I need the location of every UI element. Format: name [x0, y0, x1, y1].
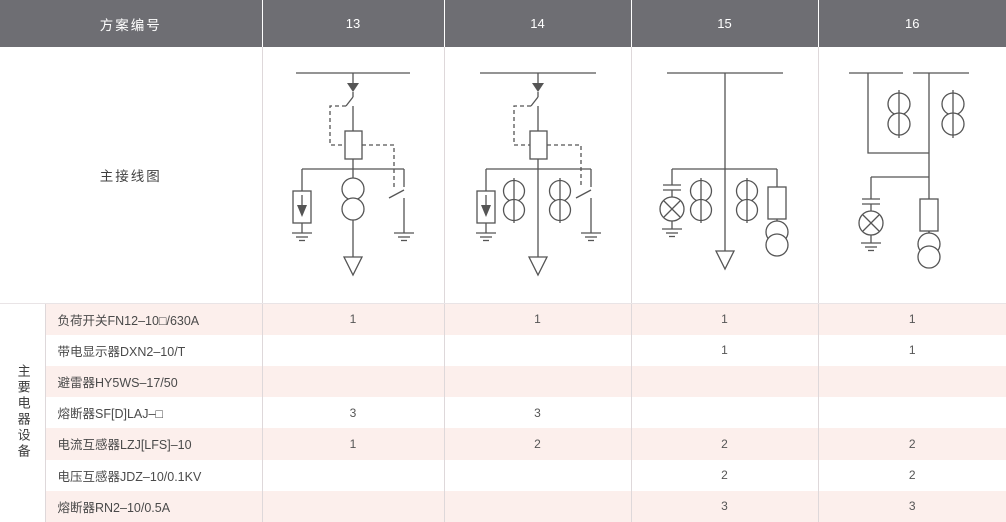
schematic-16-svg: [848, 72, 969, 269]
equipment-qty-15: 2: [630, 459, 818, 491]
schematic-scheme-14: [443, 47, 631, 305]
schematic-scheme-16: [817, 47, 1006, 305]
table-row: 电压互感器JDZ–10/0.1KV 2 2: [0, 459, 1006, 491]
equipment-qty-14: [443, 334, 631, 366]
schematic-13-svg: [292, 72, 414, 277]
header-column-13: 13: [261, 0, 444, 48]
equipment-qty-16: [817, 397, 1006, 429]
equipment-qty-14: 1: [443, 303, 631, 335]
table-row: 电流互感器LZJ[LFS]–10 1 2 2 2: [0, 428, 1006, 460]
schematic-scheme-15: [630, 47, 818, 305]
equipment-qty-16: 1: [817, 303, 1006, 335]
equipment-name: 熔断器SF[D]LAJ–□: [45, 397, 262, 429]
equipment-qty-14: 3: [443, 397, 631, 429]
equipment-qty-15: 2: [630, 428, 818, 460]
equipment-qty-13: [261, 334, 444, 366]
equipment-name: 负荷开关FN12–10□/630A: [45, 303, 262, 335]
equipment-qty-15: [630, 365, 818, 398]
equipment-name: 避雷器HY5WS–17/50: [45, 365, 262, 398]
equipment-qty-13: [261, 490, 444, 522]
equipment-group-label: 主要电器设备: [0, 303, 46, 522]
equipment-qty-16: 2: [817, 459, 1006, 491]
main-wiring-diagram-label: 主接线图: [0, 47, 262, 305]
table-header-row: 方案编号 13 14 15 16: [0, 0, 1006, 48]
header-scheme-label: 方案编号: [99, 17, 162, 33]
equipment-qty-14: 2: [443, 428, 631, 460]
header-column-16: 16: [817, 0, 1006, 48]
equipment-qty-13: 3: [261, 397, 444, 429]
equipment-name: 带电显示器DXN2–10/T: [45, 334, 262, 366]
equipment-qty-13: 1: [261, 428, 444, 460]
header-column-15: 15: [630, 0, 818, 48]
table-row: 熔断器RN2–10/0.5A 3 3: [0, 490, 1006, 522]
schematic-scheme-13: [261, 47, 444, 305]
table-row: 主要电器设备 负荷开关FN12–10□/630A 1 1 1 1: [0, 303, 1006, 522]
schematic-14-svg: [476, 72, 601, 277]
equipment-qty-14: [443, 459, 631, 491]
equipment-qty-15: 1: [630, 334, 818, 366]
equipment-name: 熔断器RN2–10/0.5A: [45, 490, 262, 522]
equipment-qty-15: 1: [630, 303, 818, 335]
equipment-qty-16: 3: [817, 490, 1006, 522]
table-row: 带电显示器DXN2–10/T 1 1: [0, 334, 1006, 366]
equipment-qty-13: 1: [261, 303, 444, 335]
equipment-qty-13: [261, 459, 444, 491]
equipment-group-label-text: 主要电器设备: [15, 363, 31, 460]
equipment-qty-16: [817, 365, 1006, 398]
equipment-name: 电压互感器JDZ–10/0.1KV: [45, 459, 262, 491]
table-row: 熔断器SF[D]LAJ–□ 3 3: [0, 397, 1006, 429]
table-row: 避雷器HY5WS–17/50: [0, 365, 1006, 398]
equipment-qty-15: 3: [630, 490, 818, 522]
equipment-qty-16: 1: [817, 334, 1006, 366]
equipment-qty-14: [443, 365, 631, 398]
equipment-qty-15: [630, 397, 818, 429]
schematic-15-svg: [659, 72, 789, 271]
equipment-qty-16: 2: [817, 428, 1006, 460]
main-wiring-diagram-row: 主接线图: [0, 47, 1006, 305]
equipment-qty-13: [261, 365, 444, 398]
equipment-qty-14: [443, 490, 631, 522]
equipment-name: 电流互感器LZJ[LFS]–10: [45, 428, 262, 460]
header-column-14: 14: [443, 0, 631, 48]
